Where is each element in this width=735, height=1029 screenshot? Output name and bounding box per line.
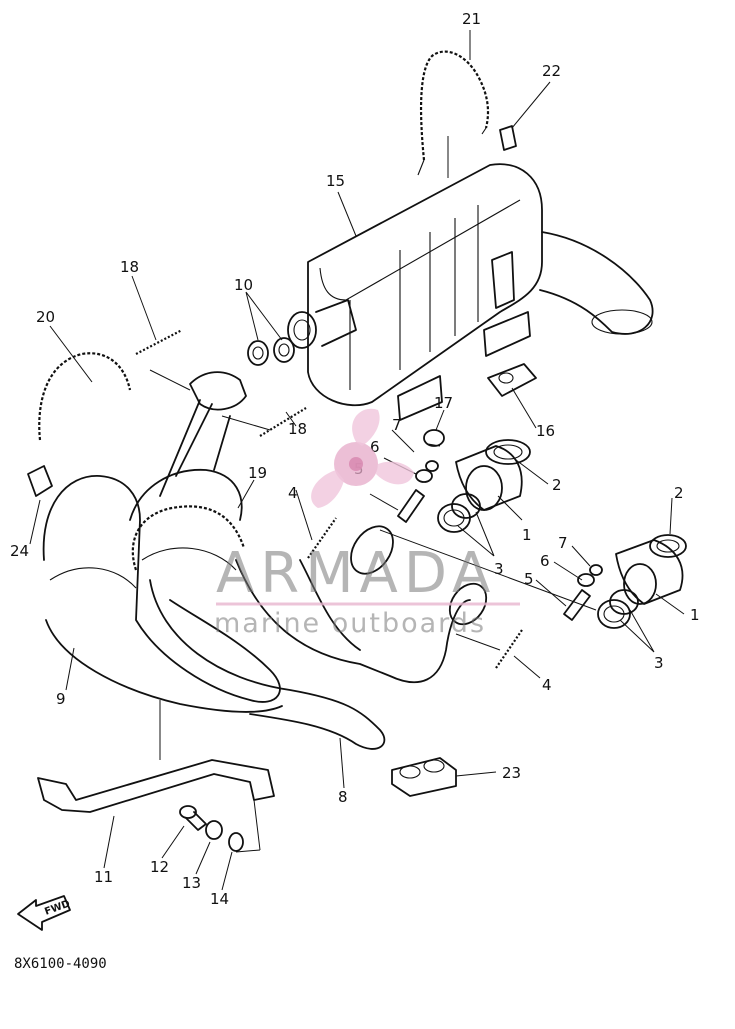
- callout-11: 11: [94, 868, 113, 886]
- callout-12: 12: [150, 858, 169, 876]
- washer-13: [205, 820, 223, 840]
- hose-20: [38, 352, 132, 441]
- callout-8: 8: [338, 788, 348, 806]
- callout-4-upper: 4: [288, 484, 298, 502]
- leader-lines: [29, 30, 685, 891]
- bracket-24: [27, 465, 53, 497]
- washer-14: [228, 832, 244, 852]
- callout-20: 20: [36, 308, 55, 326]
- callout-18-upper: 18: [120, 258, 139, 276]
- callout-21: 21: [462, 10, 481, 28]
- callout-10: 10: [234, 276, 253, 294]
- spring-4-upper: [307, 517, 337, 559]
- flange-group-upper: [437, 439, 531, 533]
- rubber-block-23: [391, 757, 457, 797]
- callout-23: 23: [502, 764, 521, 782]
- callout-13: 13: [182, 874, 201, 892]
- flange-group-lower: [597, 534, 687, 629]
- callout-24: 24: [10, 542, 29, 560]
- hose-19: [131, 505, 246, 571]
- callout-2-lower: 2: [674, 484, 684, 502]
- callout-4-lower: 4: [542, 676, 552, 694]
- callout-15: 15: [326, 172, 345, 190]
- muffler-15: [287, 163, 654, 421]
- bolt-set-upper: [397, 460, 439, 523]
- spring-18-lower: [259, 407, 307, 437]
- armada-watermark: ARMADA marine outboards: [214, 408, 520, 639]
- callout-6-lower: 6: [540, 552, 550, 570]
- rubber-mount-16: [487, 363, 537, 397]
- callout-22: 22: [542, 62, 561, 80]
- callout-2-upper: 2: [552, 476, 562, 494]
- callout-19: 19: [248, 464, 267, 482]
- gaskets-10: [247, 337, 295, 366]
- spring-4-lower: [495, 629, 523, 669]
- callout-1-upper: 1: [522, 526, 532, 544]
- callout-9: 9: [56, 690, 66, 708]
- bracket-11: [37, 759, 275, 813]
- callout-7-upper: 7: [392, 416, 402, 434]
- hose-21: [417, 50, 490, 176]
- callout-7-lower: 7: [558, 534, 568, 552]
- exhaust-manifold-9: [42, 371, 283, 713]
- clip-22: [499, 125, 517, 151]
- callout-3-lower: 3: [654, 654, 664, 672]
- bolt-17: [423, 429, 445, 447]
- callout-14: 14: [210, 890, 229, 908]
- figure-code: 8X6100-4090: [14, 956, 107, 972]
- forward-arrow: FWD: [17, 895, 72, 931]
- bolt-12: [179, 805, 207, 831]
- propeller-logo-icon: [311, 408, 414, 508]
- callout-17: 17: [434, 394, 453, 412]
- bolt-set-lower: [563, 564, 603, 621]
- callout-5-lower: 5: [524, 570, 534, 588]
- callout-16: 16: [536, 422, 555, 440]
- callout-3-upper: 3: [494, 560, 504, 578]
- callout-18-lower: 18: [288, 420, 307, 438]
- watermark-brand: ARMADA: [216, 541, 496, 606]
- callout-numbers: 21 22 15 18 10 20 17 16 18 7 6 5 2 19 4 …: [10, 10, 700, 908]
- callout-6-upper: 6: [370, 438, 380, 456]
- parts-drawing: FWD 8X6100-4090: [14, 30, 687, 972]
- callout-1-lower: 1: [690, 606, 700, 624]
- exhaust-pipe-8: [149, 525, 488, 750]
- spring-18-upper: [135, 329, 183, 355]
- watermark-tagline: marine outboards: [214, 608, 486, 639]
